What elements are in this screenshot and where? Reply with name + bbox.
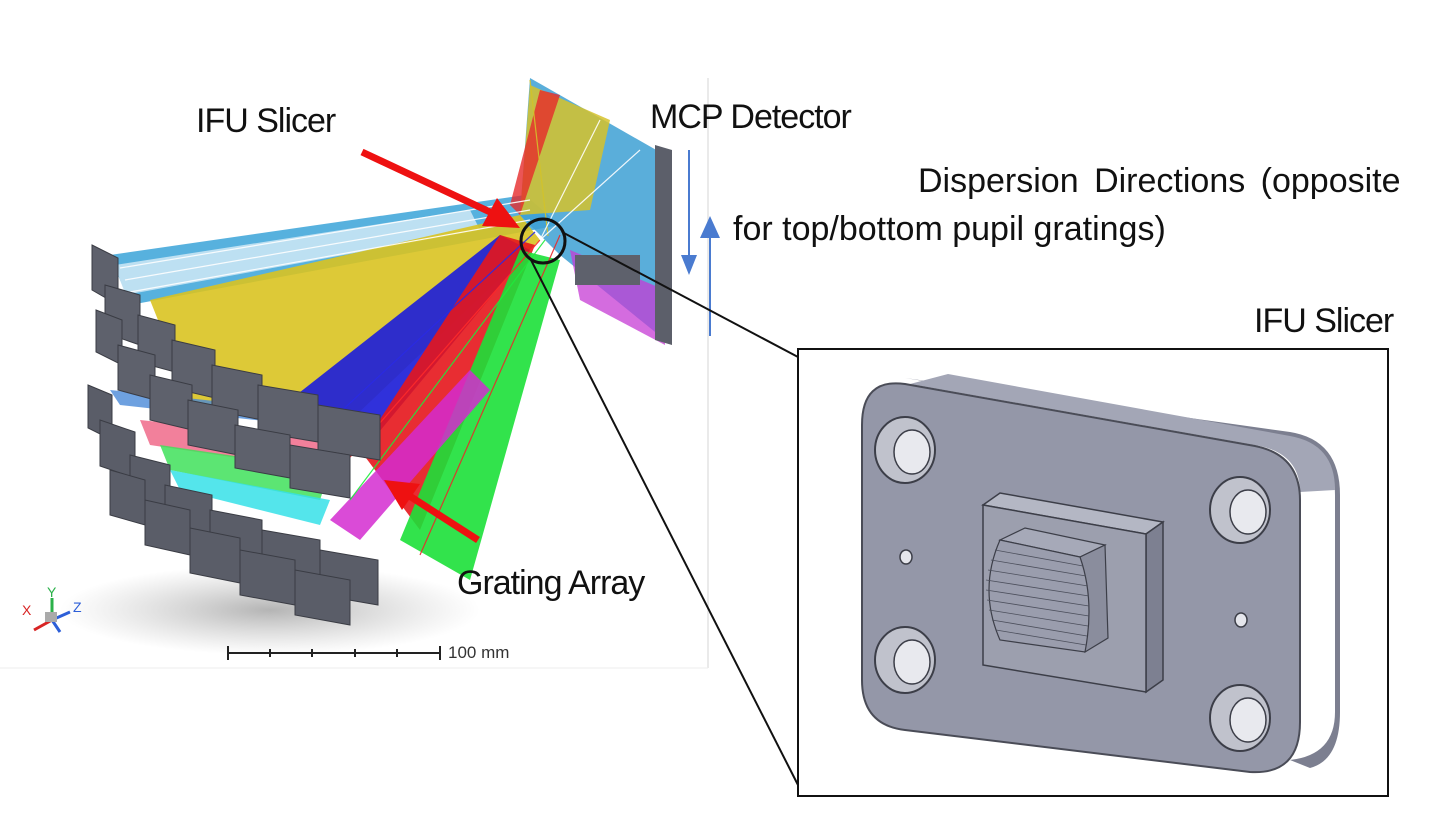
pin-hole-left (899, 549, 913, 565)
mcp-detector (575, 145, 672, 345)
label-dispersion-line2: for top/bottom pupil gratings) (733, 210, 1166, 248)
zoom-line-top (561, 231, 799, 358)
label-grating-array: Grating Array (457, 564, 645, 602)
axis-z-label: Z (73, 599, 82, 615)
pointer-arrow-ifu (360, 148, 520, 228)
mount-hole-bottom-right (1209, 684, 1271, 752)
grating-row-bottom (87, 384, 379, 626)
ifu-slicer-model (861, 374, 1340, 774)
label-dispersion-line1: Dispersion Directions (opposite (918, 162, 1401, 200)
dispersion-arrow-up (700, 216, 720, 336)
ray-lines (119, 79, 641, 556)
mount-hole-top-right (1209, 476, 1271, 544)
slicer-facets (985, 549, 1090, 646)
slicer-mirror-face (988, 539, 1090, 653)
ray-band-green (400, 250, 560, 580)
callout-circle (519, 217, 567, 265)
grating-array (60, 244, 480, 655)
ray-fan-lower-cyan (170, 470, 330, 525)
pin-hole-right (1234, 612, 1248, 628)
label-scale-bar: 100 mm (448, 643, 510, 662)
scale-bar (227, 646, 441, 660)
ray-fan-white-lines (115, 210, 480, 295)
detector-plane (655, 145, 672, 345)
label-ifu-slicer: IFU Slicer (196, 102, 336, 140)
axis-x-label: X (22, 602, 32, 618)
dispersion-arrow-down (681, 150, 697, 275)
mount-hole-top-left (874, 416, 936, 484)
ray-fan-detector-red (510, 90, 560, 215)
zoom-line-bottom (529, 257, 799, 786)
grating-row-top (91, 244, 381, 499)
plate-top-edge (910, 374, 1335, 492)
ray-band-magenta (330, 370, 490, 540)
axis-y-label: Y (47, 584, 57, 600)
label-mcp-detector: MCP Detector (650, 98, 852, 136)
label-ifu-slicer-inset: IFU Slicer (1254, 302, 1394, 340)
detector-plate (575, 255, 640, 285)
mount-hole-bottom-left (874, 626, 936, 694)
pedestal-side (1145, 520, 1164, 694)
axis-triad: X Y Z (22, 584, 82, 633)
pointer-arrow-grating (384, 480, 480, 543)
ray-fan-lower-green (160, 445, 330, 500)
